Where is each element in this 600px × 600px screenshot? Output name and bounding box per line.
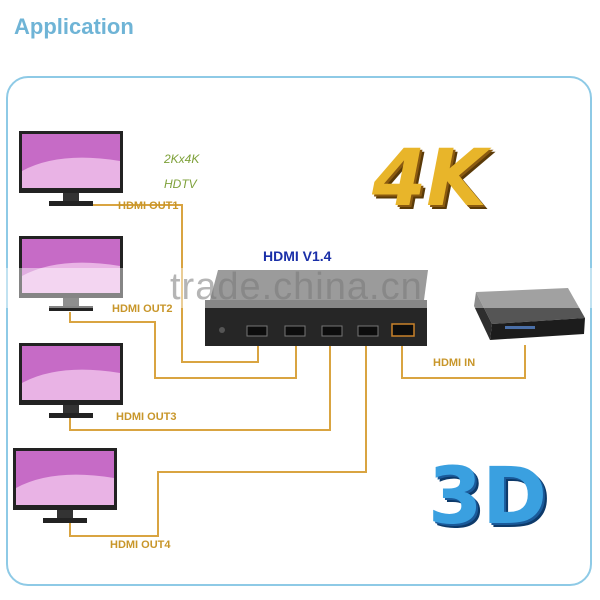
page-title: Application	[14, 14, 134, 39]
monitor-icon	[19, 343, 123, 418]
application-frame	[6, 76, 592, 586]
bluray-player-icon	[474, 288, 585, 340]
input-label: HDMI IN	[433, 357, 476, 369]
output-label-2: HDMI OUT2	[112, 303, 173, 315]
watermark: trade.china.cn	[170, 266, 423, 308]
cable-out2	[69, 312, 297, 379]
3d-badge: 3D	[428, 452, 548, 542]
cable-in	[401, 345, 526, 379]
watermark-band	[0, 268, 600, 308]
cable-out3	[69, 345, 331, 431]
device-label: HDMI V1.4	[263, 248, 332, 264]
cable-out4	[69, 345, 367, 537]
hdmi-splitter-icon	[205, 270, 428, 346]
output-label-3: HDMI OUT3	[116, 411, 177, 423]
monitor-icon	[13, 448, 117, 523]
cable-out1	[70, 204, 259, 363]
monitor-icon	[19, 131, 123, 206]
4k-badge: 4K	[372, 134, 487, 224]
cables	[69, 204, 526, 537]
standard-note: HDTV	[164, 177, 197, 191]
output-label-4: HDMI OUT4	[110, 539, 171, 551]
output-label-1: HDMI OUT1	[118, 200, 179, 212]
resolution-note: 2Kx4K	[164, 152, 200, 166]
monitor-icon	[19, 236, 123, 311]
